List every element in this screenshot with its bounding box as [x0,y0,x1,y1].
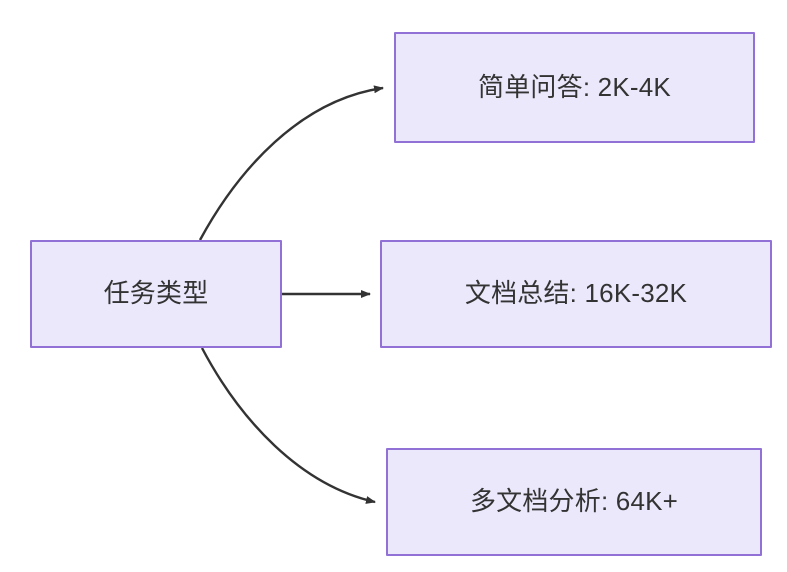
node-label: 任务类型 [103,278,209,309]
node-task-type[interactable]: 任务类型 [30,240,282,348]
node-label: 多文档分析: 64K+ [469,486,679,517]
edge-source-to-simple [198,85,384,241]
node-label: 文档总结: 16K-32K [464,278,688,309]
node-simple-qa[interactable]: 简单问答: 2K-4K [394,32,755,143]
node-multi-document-analysis[interactable]: 多文档分析: 64K+ [386,448,762,556]
edge-source-to-multidoc [200,347,376,504]
node-document-summary[interactable]: 文档总结: 16K-32K [380,240,772,348]
node-label: 简单问答: 2K-4K [478,71,671,102]
